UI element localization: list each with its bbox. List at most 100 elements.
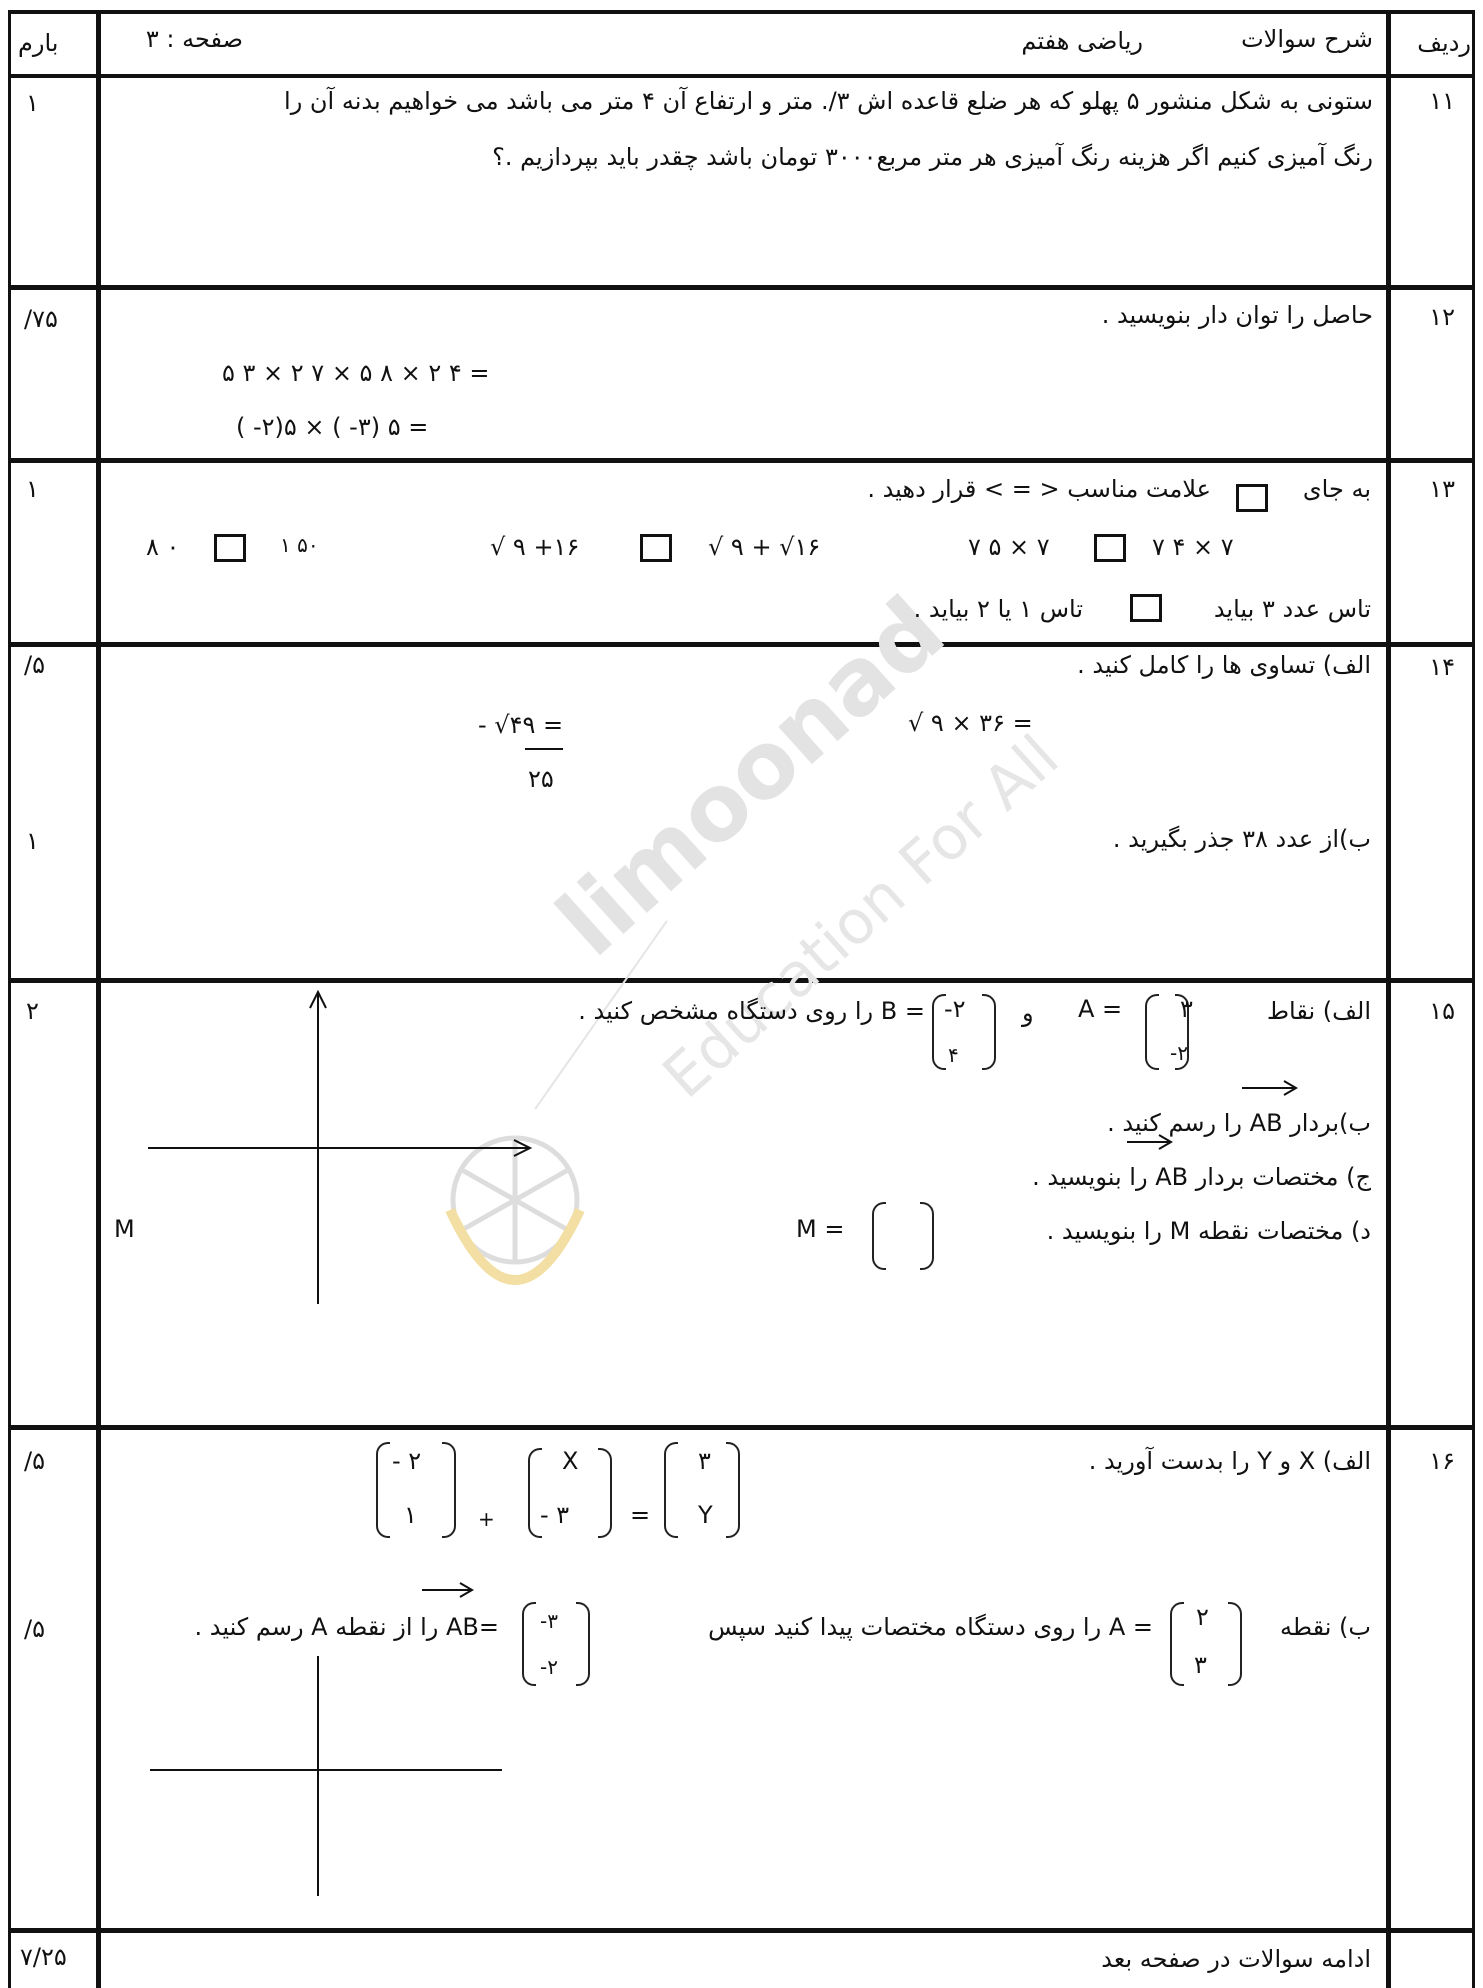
q15-A-eq: A =	[1078, 995, 1123, 1023]
q11-line1: ستونی به شکل منشور ۵ پهلو که هر ضلع قاعد…	[284, 87, 1373, 115]
answer-box[interactable]	[1130, 594, 1162, 622]
q15-a-label: الف) نقاط	[1266, 997, 1371, 1025]
q14-e1-denominator: ۲۵	[528, 765, 554, 793]
q14-score-b: ۱	[26, 827, 39, 855]
q16-score-a: /۵	[24, 1447, 45, 1475]
vector-bracket	[576, 1602, 590, 1686]
q13-d2: تاس ۱ یا ۲ بیاید .	[913, 595, 1083, 623]
answer-box[interactable]	[1094, 534, 1126, 562]
q15-B-bottom: ۴	[948, 1043, 959, 1067]
q13-intro: به جای	[1302, 475, 1371, 503]
answer-box[interactable]	[1236, 484, 1268, 512]
q12-score: /۷۵	[24, 305, 58, 333]
vector-bracket	[442, 1442, 456, 1538]
vector-arrow-icon	[422, 1582, 474, 1598]
footer-text: ادامه سوالات در صفحه بعد	[1101, 1945, 1371, 1973]
q15-B-top: -۲	[944, 995, 966, 1023]
vector-bracket	[528, 1448, 542, 1538]
q13-c-right: ۷ ۴ × ۷	[1152, 533, 1234, 561]
q13-a-right: ۱ ۵۰	[280, 533, 319, 557]
q15-M-label: M	[114, 1215, 135, 1243]
fraction-bar	[525, 748, 563, 750]
q16-m3-bottom: Y	[698, 1501, 713, 1529]
q13-instruction: علامت مناسب < = > قرار دهید .	[867, 475, 1211, 503]
vector-bracket	[1145, 994, 1159, 1070]
q16-m1-bottom: ۱	[404, 1501, 417, 1529]
header-page: صفحه : ۳	[145, 25, 243, 53]
lemon-logo-icon	[445, 1135, 585, 1285]
q13-a-left: ۸ ۰	[146, 533, 180, 561]
row-divider	[8, 285, 1475, 290]
vector-bracket	[376, 1442, 390, 1538]
q16-plus: +	[478, 1507, 495, 1531]
coordinate-axes	[150, 1656, 502, 1896]
top-border	[8, 10, 1475, 14]
header-subject: ریاضی هفتم	[1021, 27, 1143, 55]
q13-score: ۱	[26, 475, 39, 503]
header-desc: شرح سوالات	[1241, 25, 1373, 53]
vector-arrow-icon	[1127, 1134, 1173, 1150]
row-divider	[8, 978, 1475, 983]
row-divider	[8, 458, 1475, 463]
q16-p-top: ۲	[1196, 1603, 1209, 1631]
q15-d: د) مختصات نقطه M را بنویسید .	[1046, 1217, 1371, 1245]
header-row: ردیف	[1417, 29, 1471, 57]
row-col-divider	[1386, 10, 1391, 1988]
q14-e2: √ ۹ × ۳۶ =	[908, 709, 1033, 737]
q15-M-eq: M =	[796, 1215, 845, 1243]
q15-A-top: ۳	[1180, 995, 1193, 1023]
vector-bracket	[872, 1202, 886, 1270]
q16-m3-top: ۳	[698, 1447, 711, 1475]
vector-bracket	[982, 994, 996, 1070]
q13-number: ۱۳	[1429, 475, 1455, 503]
q12-number: ۱۲	[1429, 303, 1455, 331]
footer-score: ۷/۲۵	[20, 1943, 67, 1971]
q12-expr1: ۵ ۳ × ۲ ۷ × ۵ ۸ × ۲ ۴ =	[222, 359, 490, 387]
vector-bracket	[1170, 1602, 1184, 1686]
coordinate-axes	[148, 989, 533, 1304]
vector-bracket	[932, 994, 946, 1070]
row-divider	[8, 1928, 1475, 1933]
row-divider	[8, 1425, 1475, 1430]
score-col-divider	[96, 10, 101, 1988]
q15-score: ۲	[26, 997, 39, 1025]
q16-score-b: /۵	[24, 1615, 45, 1643]
q12-text: حاصل را توان دار بنویسید .	[1101, 301, 1373, 329]
q16-b-end: =AB را از نقطه A رسم کنید .	[194, 1613, 499, 1641]
q15-b: ب)بردار AB را رسم کنید .	[1107, 1109, 1371, 1137]
row-divider	[8, 642, 1475, 647]
q13-b-left: √ ۹ +۱۶	[490, 533, 580, 561]
vector-bracket	[664, 1442, 678, 1538]
q16-number: ۱۶	[1429, 1447, 1455, 1475]
left-border	[8, 10, 11, 1988]
vector-bracket	[920, 1202, 934, 1270]
q16-a: الف) X و Y را بدست آورید .	[1088, 1447, 1371, 1475]
q11-line2: رنگ آمیزی کنیم اگر هزینه رنگ آمیزی هر مت…	[492, 143, 1373, 171]
answer-box[interactable]	[214, 534, 246, 562]
right-border	[1472, 10, 1475, 1988]
q16-m2-top: X	[562, 1447, 579, 1475]
q16-b-text: = A را روی دستگاه مختصات پیدا کنید سپس	[708, 1613, 1153, 1641]
q14-e1: - √۴۹ =	[478, 711, 564, 739]
q11-number: ۱۱	[1429, 87, 1455, 115]
q15-c: ج) مختصات بردار AB را بنویسید .	[1032, 1163, 1371, 1191]
vector-bracket	[1228, 1602, 1242, 1686]
q14-number: ۱۴	[1429, 653, 1455, 681]
q16-m2-bottom: - ۳	[540, 1501, 570, 1529]
q16-v-bottom: -۲	[540, 1655, 558, 1679]
q15-A-bottom: -۲	[1170, 1041, 1188, 1065]
q16-b-label: ب) نقطه	[1280, 1613, 1371, 1641]
q11-score: ۱	[26, 89, 39, 117]
q15-a-text: = B را روی دستگاه مشخص کنید .	[578, 997, 925, 1025]
vector-bracket	[522, 1602, 536, 1686]
answer-box[interactable]	[640, 534, 672, 562]
vector-bracket	[726, 1442, 740, 1538]
q14-a: الف) تساوی ها را کامل کنید .	[1077, 651, 1371, 679]
q16-equals: =	[630, 1501, 651, 1529]
q15-and: و	[1022, 999, 1034, 1027]
q14-b: ب)از عدد ۳۸ جذر بگیرید .	[1112, 825, 1371, 853]
q14-score-a: /۵	[24, 651, 45, 679]
q13-c-left: ۷ ۵ × ۷	[968, 533, 1050, 561]
q16-v-top: -۳	[540, 1609, 558, 1633]
q12-expr2: ( -۲)۵ × ( -۳) ۵ =	[236, 413, 429, 441]
